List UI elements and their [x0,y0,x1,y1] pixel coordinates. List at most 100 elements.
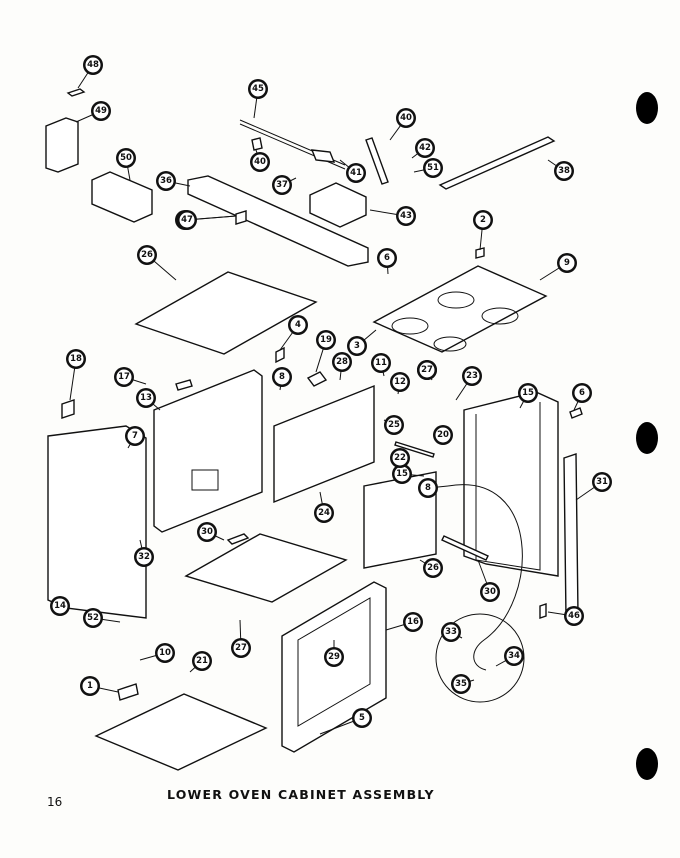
diagram-title: LOWER OVEN CABINET ASSEMBLY [167,787,435,802]
callout-label: 8 [425,483,431,493]
callout-badge-inner [68,351,84,367]
bracket-41 [251,137,263,151]
callout-4: 4 [288,315,308,335]
bracket-20 [306,371,328,387]
callout-badge-inner [158,173,174,189]
callout-label: 34 [508,651,520,661]
callout-51: 51 [423,158,443,178]
callout-45: 45 [248,79,268,99]
callout-6: 6 [377,248,397,268]
switch-assembly-45 [309,182,367,228]
clip-48 [235,210,247,225]
callout-27: 27 [231,638,251,658]
callout-15: 15 [518,383,538,403]
callout-label: 46 [568,611,580,621]
callout-label: 22 [394,453,406,463]
rod-16 [394,441,435,458]
callout-badge-inner [453,676,469,692]
rail-46 [438,136,556,190]
callout-8: 8 [418,478,438,498]
clip-6 [569,407,583,419]
callout-35: 35 [451,674,471,694]
burner-ring-a [391,317,429,335]
mount-bracket-51 [45,117,79,173]
callout-23: 23 [462,366,482,386]
callout-30: 30 [197,522,217,542]
binder-hole-top [636,92,658,124]
callout-9: 9 [557,253,577,273]
plate-7 [117,683,139,701]
bottom-panel-22 [94,693,268,771]
callout-badge-inner [574,385,590,401]
callout-12: 12 [390,372,410,392]
callout-label: 30 [484,587,496,597]
callout-badge-inner [506,648,522,664]
callout-18: 18 [66,349,86,369]
bracket-43 [310,149,336,163]
callout-5: 5 [352,708,372,728]
callout-label: 6 [579,388,585,398]
callout-50: 50 [116,148,136,168]
callout-label: 52 [87,613,99,623]
side-panel-left [47,425,147,619]
callout-label: 43 [400,211,412,221]
callout-2: 2 [473,210,493,230]
top-panel-27 [134,271,318,355]
door-window [297,597,371,727]
callout-badge-inner [392,374,408,390]
callout-badge-inner [157,645,173,661]
callout-badge-inner [482,584,498,600]
callout-badge-inner [425,160,441,176]
callout-21: 21 [192,651,212,671]
callout-10: 10 [155,643,175,663]
callout-badge-inner [127,428,143,444]
callout-label: 18 [70,354,82,364]
callout-badge-inner [392,450,408,466]
callout-label: 7 [132,431,138,441]
callout-label: 28 [336,357,348,367]
callout-label: 21 [196,656,208,666]
callout-label: 37 [276,180,288,190]
callout-label: 25 [388,420,400,430]
callout-badge-inner [118,150,134,166]
callout-badge-inner [559,255,575,271]
panel-cutout-14 [191,469,219,491]
callout-badge-inner [594,474,610,490]
callout-40: 40 [250,152,270,172]
callout-38: 38 [554,161,574,181]
callout-badge-inner [138,390,154,406]
callout-22: 22 [390,448,410,468]
cable-9 [447,484,523,671]
callout-1: 1 [80,676,100,696]
callout-label: 19 [320,335,332,345]
callout-badge-inner [199,524,215,540]
callout-label: 40 [400,113,412,123]
callout-label: 40 [254,157,266,167]
clip-2 [475,247,485,259]
callout-15: 15 [392,464,412,484]
callout-badge-inner [420,480,436,496]
callout-label: 2 [480,215,486,225]
callout-badge-inner [179,212,195,228]
callout-label: 8 [279,372,285,382]
callout-badge-inner [290,317,306,333]
callout-label: 48 [87,60,99,70]
burner-ring-b [437,291,475,309]
callout-badge-inner [556,163,572,179]
rail-32 [441,535,489,561]
burner-ring-d [481,307,519,325]
callout-badge-inner [419,362,435,378]
strap-42 [365,137,389,185]
callout-badge-inner [435,427,451,443]
callout-badge-inner [274,177,290,193]
callout-badge-inner [139,247,155,263]
callout-label: 35 [455,679,467,689]
callout-badge-inner [566,608,582,624]
callout-label: 45 [252,84,264,94]
callout-badge-inner [334,354,350,370]
bracket-18 [175,379,193,391]
callout-label: 50 [120,153,132,163]
callout-52: 52 [83,608,103,628]
callout-badge-inner [373,355,389,371]
clip-4 [275,346,285,364]
